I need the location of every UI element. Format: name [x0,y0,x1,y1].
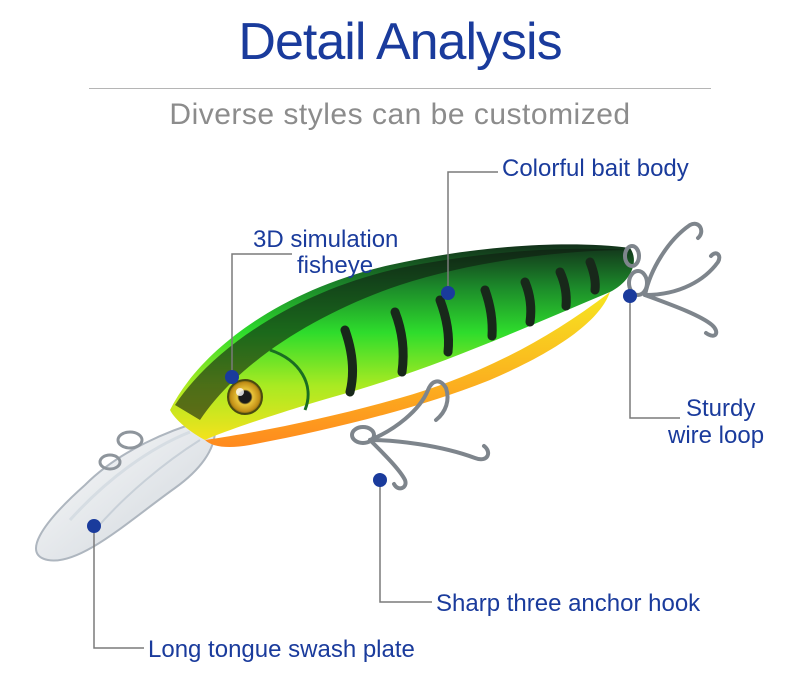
belly-hook [350,379,491,491]
leader-loop [629,296,680,419]
leader-eye [231,253,292,377]
marker-plate-dot [87,519,101,533]
leader-body [447,171,498,293]
title-divider [89,88,711,89]
callout-bait-body: Colorful bait body [502,155,689,182]
lure-body [170,244,634,448]
page-subtitle: Diverse styles can be customized [169,98,631,131]
leader-hook [379,480,432,603]
callout-anchor-hook: Sharp three anchor hook [436,590,701,617]
marker-loop-dot [623,289,637,303]
marker-eye-dot [225,370,239,384]
callout-fisheye-line2: fisheye [297,252,374,279]
leader-plate [93,526,144,649]
swash-plate [35,418,217,562]
fisheye [227,379,263,415]
callout-swash-plate: Long tongue swash plate [148,636,415,663]
callout-fisheye-line1: 3D simulation [253,226,399,253]
callout-wire-loop-line1: Sturdy [686,395,756,422]
tail-hook [623,221,722,338]
marker-body-dot [441,286,455,300]
page-title: Detail Analysis [238,13,562,71]
leader-lines [93,171,680,649]
lip-ring [98,430,144,471]
callout-wire-loop-line2: wire loop [668,422,765,449]
marker-hook-dot [373,473,387,487]
